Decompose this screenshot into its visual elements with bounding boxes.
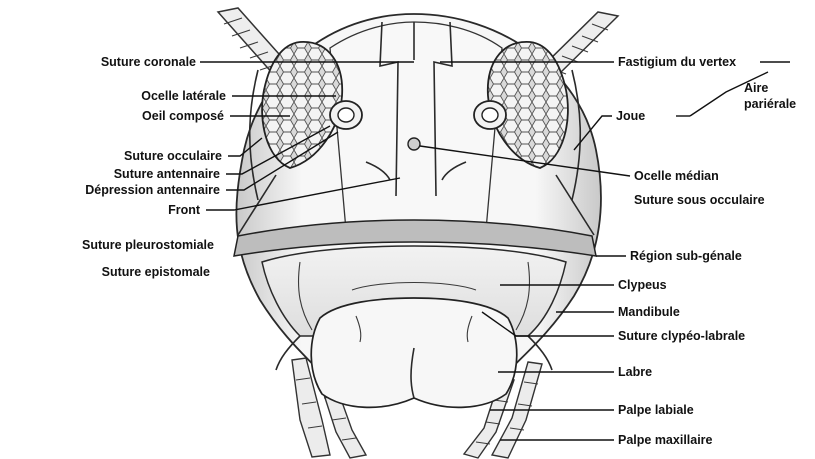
label-palpe-labiale: Palpe labiale xyxy=(618,403,694,417)
label-depression-antennaire: Dépression antennaire xyxy=(85,183,220,197)
label-front: Front xyxy=(168,203,201,217)
right-labels: Fastigium du vertex Aire pariérale Joue … xyxy=(616,55,796,447)
label-ocelle-median: Ocelle médian xyxy=(634,169,719,183)
label-suture-antennaire: Suture antennaire xyxy=(114,167,220,181)
right-antennal-socket xyxy=(474,101,506,129)
label-suture-clypeo-labrale: Suture clypéo-labrale xyxy=(618,329,745,343)
label-oeil-compose: Oeil composé xyxy=(142,109,224,123)
label-fastigium-du-vertex: Fastigium du vertex xyxy=(618,55,736,69)
label-suture-pleurostomiale: Suture pleurostomiale xyxy=(82,238,214,252)
label-labre: Labre xyxy=(618,365,652,379)
label-joue: Joue xyxy=(616,109,645,123)
label-ocelle-laterale: Ocelle latérale xyxy=(141,89,226,103)
label-suture-occulaire: Suture occulaire xyxy=(124,149,222,163)
label-palpe-maxillaire: Palpe maxillaire xyxy=(618,433,713,447)
label-mandibule: Mandibule xyxy=(618,305,680,319)
label-suture-sous-occulaire: Suture sous occulaire xyxy=(634,193,765,207)
label-clypeus: Clypeus xyxy=(618,278,667,292)
label-aire-parietale-line1: Aire xyxy=(744,81,768,95)
label-region-sub-genale: Région sub-génale xyxy=(630,249,742,263)
label-suture-coronale: Suture coronale xyxy=(101,55,196,69)
median-ocellus xyxy=(408,138,420,150)
label-suture-epistomale: Suture epistomale xyxy=(102,265,210,279)
left-labels: Suture coronale Ocelle latérale Oeil com… xyxy=(82,55,226,279)
label-aire-parietale-line2: pariérale xyxy=(744,97,796,111)
left-antennal-socket xyxy=(330,101,362,129)
